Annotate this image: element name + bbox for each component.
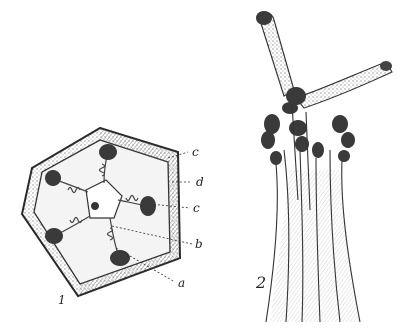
label-b: b: [195, 237, 203, 251]
stigma-tip: [256, 11, 272, 25]
figure-number-1: 1: [58, 293, 66, 307]
figure-number-2: 2: [255, 273, 266, 292]
central-dot: [91, 202, 99, 210]
cross-section-figure: c d c b a 1: [22, 128, 204, 307]
style-branch: [296, 62, 392, 108]
column-shading: [270, 170, 360, 322]
label-c-lower: c: [193, 201, 200, 215]
label-a: a: [178, 276, 185, 290]
branch-tip: [380, 61, 392, 71]
label-c-top: c: [192, 145, 199, 159]
label-d: d: [196, 175, 204, 189]
stamen-column-figure: 2: [255, 11, 392, 322]
